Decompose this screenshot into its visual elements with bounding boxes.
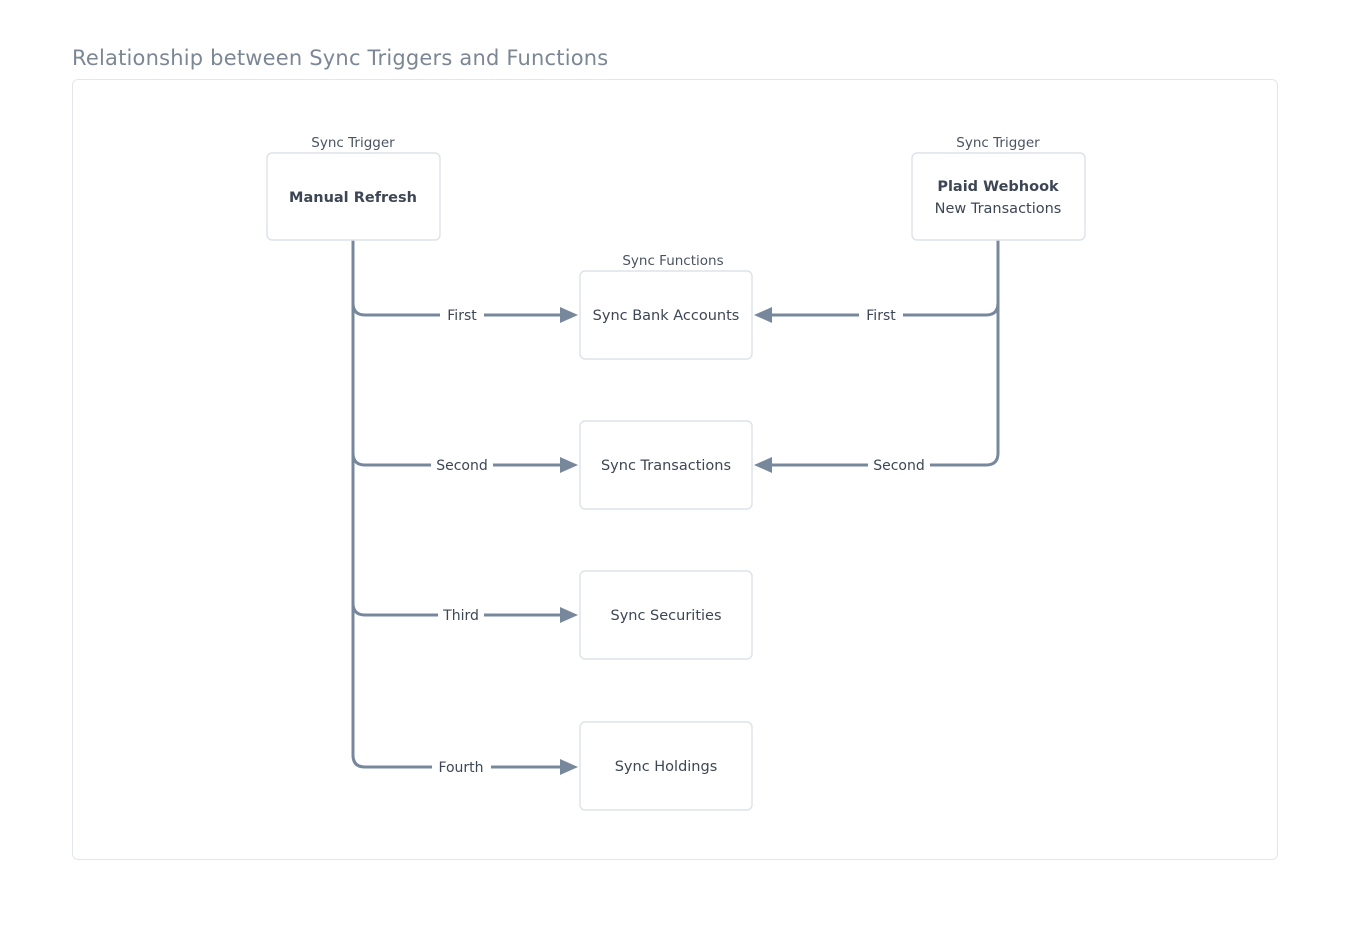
edge-label-text: Second (436, 458, 488, 474)
edge-manual-third (351, 602, 560, 617)
node-title: Sync Holdings (615, 759, 718, 775)
edge-label-bg (859, 305, 903, 325)
group-label-trigger-right: Sync Trigger (956, 135, 1040, 151)
arrow-head-manual-fourth (560, 759, 578, 775)
node-sync-transactions[interactable]: Sync Transactions (579, 420, 753, 510)
edge-manual-first (351, 302, 560, 317)
node-box[interactable] (266, 152, 441, 241)
page-title: Relationship between Sync Triggers and F… (72, 46, 609, 70)
node-box[interactable] (579, 270, 753, 360)
group-label-functions: Sync Functions (622, 253, 723, 269)
edge-group-plaid-webhook (754, 240, 1000, 473)
node-sync-securities[interactable]: Sync Securities (579, 570, 753, 660)
node-box[interactable] (911, 152, 1086, 241)
edge-label-bg (440, 305, 484, 325)
node-title: Sync Bank Accounts (593, 308, 740, 324)
arrow-head-manual-third (560, 607, 578, 623)
edge-plaid-first (772, 302, 1000, 317)
node-title: Manual Refresh (289, 190, 417, 206)
group-label-trigger-left: Sync Trigger (311, 135, 395, 151)
edge-label-text: Third (442, 608, 479, 624)
node-subtitle: New Transactions (935, 201, 1062, 217)
edge-label-manual-first: First (440, 305, 484, 325)
edge-label-bg (868, 455, 930, 475)
node-title: Plaid Webhook (937, 179, 1059, 195)
edge-label-text: First (447, 308, 477, 324)
edge-label-bg (432, 757, 491, 777)
arrow-head-manual-first (560, 307, 578, 323)
edge-label-bg (438, 605, 484, 625)
node-plaid-webhook[interactable]: Plaid Webhook New Transactions (911, 152, 1086, 241)
edge-trunk-right (772, 240, 1000, 467)
edge-manual-second (351, 452, 560, 467)
node-box[interactable] (579, 420, 753, 510)
edge-trunk-left (351, 240, 560, 769)
node-manual-refresh[interactable]: Manual Refresh (266, 152, 441, 241)
edge-label-text: Second (873, 458, 925, 474)
node-title: Sync Transactions (601, 458, 731, 474)
edge-label-plaid-first: First (859, 305, 903, 325)
arrow-head-manual-second (560, 457, 578, 473)
edge-label-manual-fourth: Fourth (432, 757, 491, 777)
node-sync-bank-accounts[interactable]: Sync Bank Accounts (579, 270, 753, 360)
edge-label-manual-second: Second (431, 455, 493, 475)
edge-label-manual-third: Third (438, 605, 484, 625)
node-title: Sync Securities (610, 608, 721, 624)
node-box[interactable] (579, 570, 753, 660)
arrow-head-plaid-second (754, 457, 772, 473)
node-box[interactable] (579, 721, 753, 811)
edge-label-bg (431, 455, 493, 475)
edge-group-manual-refresh (351, 240, 578, 775)
edge-label-plaid-second: Second (868, 455, 930, 475)
edge-label-text: Fourth (438, 760, 483, 776)
arrow-head-plaid-first (754, 307, 772, 323)
node-sync-holdings[interactable]: Sync Holdings (579, 721, 753, 811)
edge-label-text: First (866, 308, 896, 324)
